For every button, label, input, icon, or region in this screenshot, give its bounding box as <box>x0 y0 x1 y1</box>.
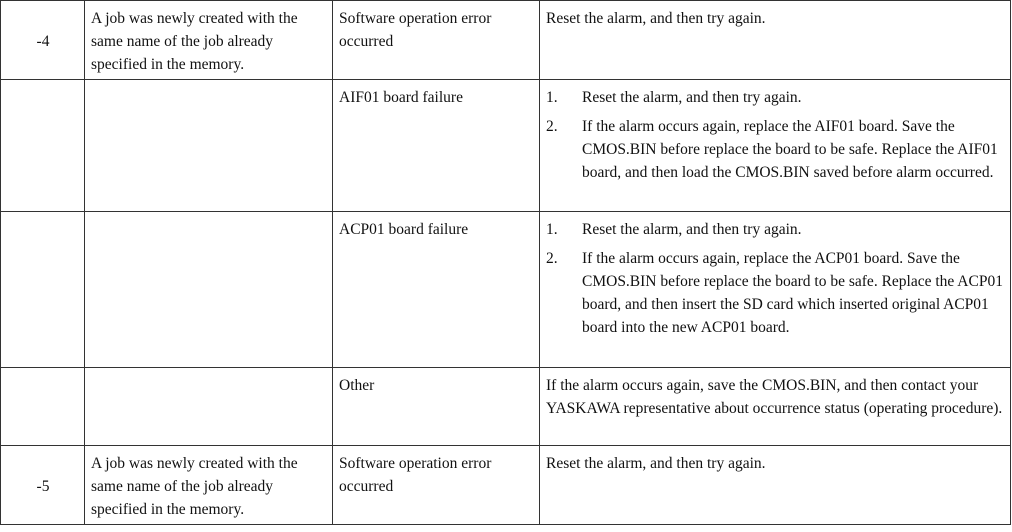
step-number: 2. <box>546 118 558 135</box>
remedy-cell: 1. Reset the alarm, and then try again. 2… <box>539 211 1011 368</box>
table-row: ACP01 board failure 1. Reset the alarm, a… <box>0 211 1011 368</box>
cause-text: ACP01 board failure <box>339 221 469 238</box>
cause-text: Other <box>339 377 375 394</box>
remedy-cell: 1. Reset the alarm, and then try again. 2… <box>539 79 1011 212</box>
table-row: AIF01 board failure 1. Reset the alarm, a… <box>0 79 1011 212</box>
step-text: Reset the alarm, and then try again. <box>582 221 802 238</box>
step-text: If the alarm occurs again, replace the A… <box>582 118 998 181</box>
remedy-cell: If the alarm occurs again, save the CMOS… <box>539 367 1011 446</box>
sub-code-cell <box>0 211 85 368</box>
remedy-cell: Reset the alarm, and then try again. <box>539 445 1011 525</box>
meaning-cell <box>84 211 333 368</box>
meaning-cell: A job was newly created with the same na… <box>84 0 333 80</box>
cause-text: Software operation error occurred <box>339 455 492 495</box>
cause-cell: ACP01 board failure <box>332 211 540 368</box>
remedy-cell: Reset the alarm, and then try again. <box>539 0 1011 80</box>
remedy-text: Reset the alarm, and then try again. <box>546 10 766 27</box>
step-number: 2. <box>546 250 558 267</box>
table-row: -5 A job was newly created with the same… <box>0 445 1011 525</box>
remedy-text: If the alarm occurs again, save the CMOS… <box>546 377 1003 417</box>
table-row: Other If the alarm occurs again, save th… <box>0 367 1011 446</box>
cause-text: AIF01 board failure <box>339 89 463 106</box>
meaning-cell <box>84 79 333 212</box>
remedy-steps: 1. Reset the alarm, and then try again. 2… <box>546 218 1005 339</box>
cause-text: Software operation error occurred <box>339 10 492 50</box>
sub-code: -5 <box>36 478 50 495</box>
meaning-cell <box>84 367 333 446</box>
table-row: -4 A job was newly created with the same… <box>0 0 1011 80</box>
remedy-step: 2. If the alarm occurs again, replace the… <box>546 115 1005 184</box>
sub-code-cell <box>0 367 85 446</box>
step-text: Reset the alarm, and then try again. <box>582 89 802 106</box>
cause-cell: Software operation error occurred <box>332 445 540 525</box>
remedy-steps: 1. Reset the alarm, and then try again. 2… <box>546 86 1005 184</box>
step-text: If the alarm occurs again, replace the A… <box>582 250 1003 336</box>
cause-cell: Other <box>332 367 540 446</box>
remedy-step: 2. If the alarm occurs again, replace the… <box>546 247 1005 339</box>
remedy-step: 1. Reset the alarm, and then try again. <box>546 86 1005 109</box>
remedy-step: 1. Reset the alarm, and then try again. <box>546 218 1005 241</box>
meaning-cell: A job was newly created with the same na… <box>84 445 333 525</box>
sub-code-cell: -5 <box>0 445 85 525</box>
cause-cell: AIF01 board failure <box>332 79 540 212</box>
meaning-text: A job was newly created with the same na… <box>91 10 298 73</box>
step-number: 1. <box>546 221 558 238</box>
sub-code: -4 <box>36 33 50 50</box>
step-number: 1. <box>546 89 558 106</box>
cause-cell: Software operation error occurred <box>332 0 540 80</box>
meaning-text: A job was newly created with the same na… <box>91 455 298 518</box>
sub-code-cell: -4 <box>0 0 85 80</box>
sub-code-cell <box>0 79 85 212</box>
remedy-text: Reset the alarm, and then try again. <box>546 455 766 472</box>
